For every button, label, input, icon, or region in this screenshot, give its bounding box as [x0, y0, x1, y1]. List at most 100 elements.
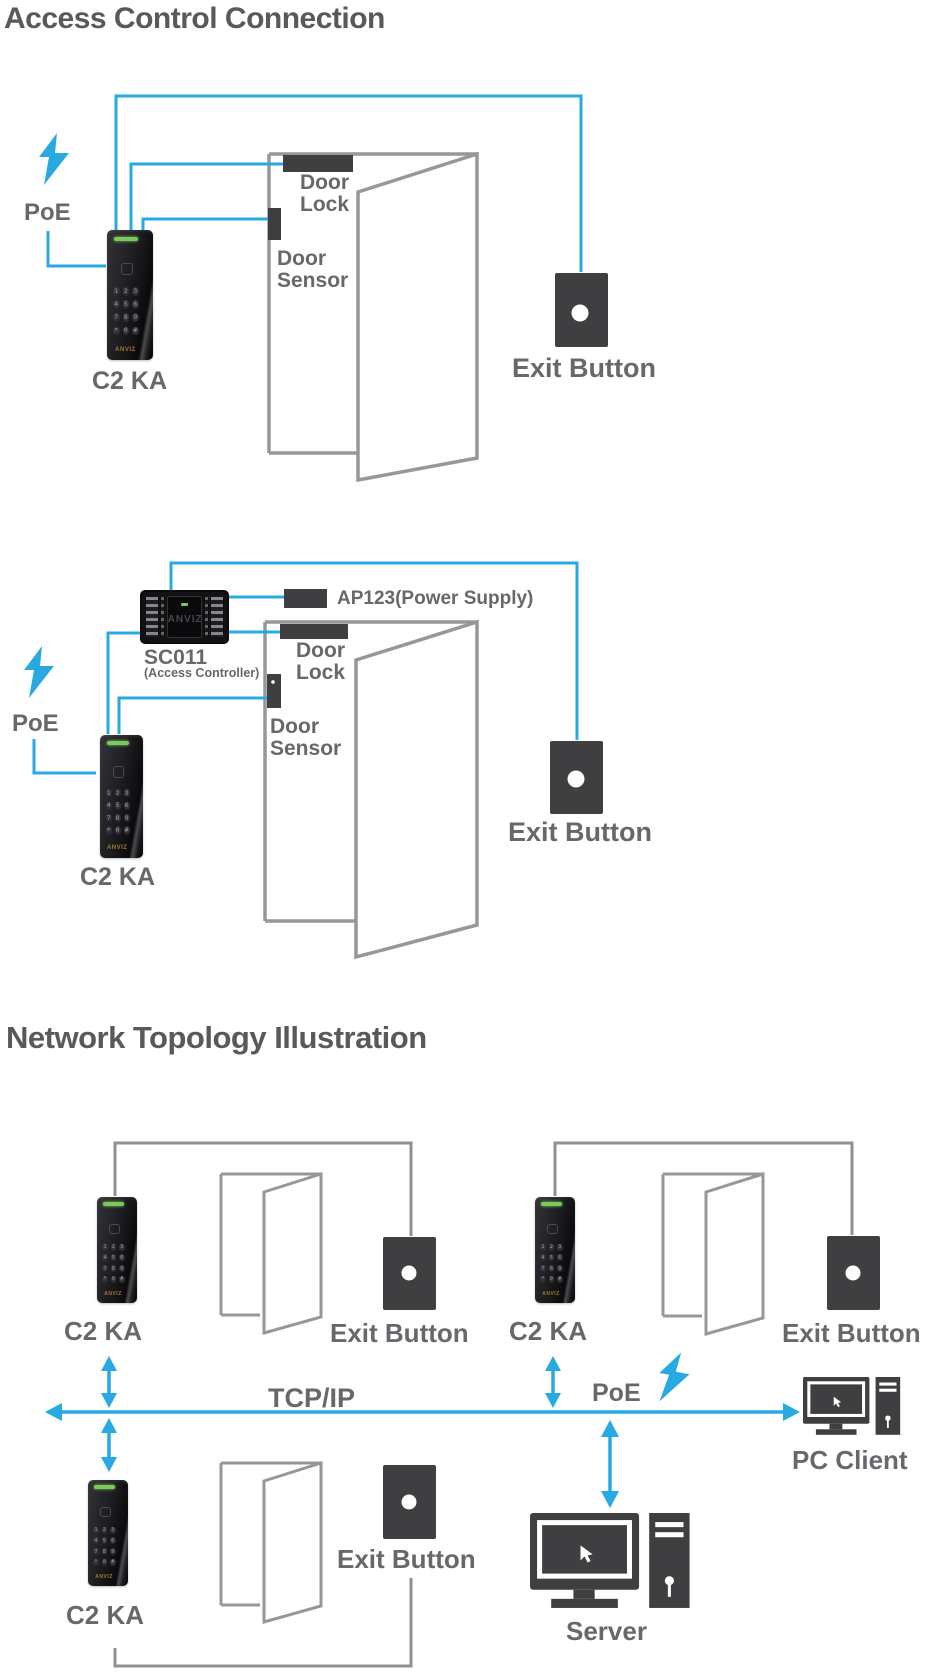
section2-door — [263, 619, 479, 960]
rfid-card-zone — [100, 1506, 111, 1517]
door-lock — [280, 624, 348, 639]
rfid-card-zone — [109, 1223, 120, 1234]
link-arrows — [101, 1356, 619, 1508]
keypad-key: 5 — [548, 1254, 555, 1262]
keypad-key: 4 — [93, 1537, 99, 1545]
keypad-key: 3 — [118, 1243, 125, 1251]
status-led — [180, 602, 189, 607]
keypad-key: 7 — [93, 1547, 99, 1556]
keypad-key: 1 — [93, 1526, 99, 1534]
wire-door-sensor — [141, 217, 269, 235]
arrow-server — [601, 1420, 619, 1508]
exit-button — [555, 273, 608, 347]
ap123-label: AP123(Power Supply) — [337, 588, 534, 609]
keypad-key: 8 — [110, 1264, 117, 1273]
door-panel — [356, 151, 479, 483]
keypad-key: 4 — [540, 1254, 546, 1262]
power-supply-ap123 — [284, 589, 327, 608]
keypad-key: 5 — [110, 1254, 117, 1262]
exit-button-label: Exit Button — [330, 1318, 469, 1348]
c2ka-label: C2 KA — [80, 863, 156, 891]
door-sensor — [267, 674, 281, 708]
wire-door-sensor — [117, 696, 268, 734]
door-lock-label: Door Lock — [300, 171, 350, 216]
keypad-key: 4 — [105, 801, 112, 810]
arrow-c2ka-b — [545, 1356, 561, 1408]
keypad-key: 5 — [122, 300, 130, 310]
controller-panel: ANVIZ — [166, 596, 203, 638]
c2ka-label: C2 KA — [92, 367, 168, 395]
door-sensor-label: Door Sensor — [277, 247, 349, 292]
exit-button-label: Exit Button — [508, 817, 652, 847]
keypad-key: 0 — [101, 1558, 108, 1566]
rfid-card-zone — [112, 765, 125, 778]
brand-text: ANVIZ — [104, 1291, 122, 1298]
bus-right-arrowhead — [783, 1403, 800, 1421]
keypad-key: 4 — [102, 1254, 108, 1262]
section2-wires — [32, 561, 579, 775]
wire-door-lock — [129, 162, 284, 235]
keypad-key: * — [105, 826, 112, 835]
sc011-label: SC011 — [144, 646, 208, 669]
keypad-key: 2 — [548, 1243, 555, 1251]
keypad-key: 1 — [105, 789, 112, 798]
pc-client-icon — [803, 1377, 901, 1435]
c2ka-label: C2 KA — [509, 1316, 588, 1346]
server-icon — [530, 1513, 690, 1608]
keypad-key: * — [112, 326, 120, 336]
keypad-key: 0 — [122, 326, 130, 336]
keypad-key: 4 — [112, 300, 120, 310]
poe-lightning-icon — [654, 1349, 694, 1406]
status-led — [103, 1202, 125, 1207]
keypad-key: 7 — [105, 813, 112, 823]
door-sensor-label: Door Sensor — [270, 715, 342, 760]
rfid-card-zone — [547, 1223, 558, 1234]
keypad-key: 8 — [548, 1264, 555, 1273]
tcpip-label: TCP/IP — [268, 1383, 356, 1413]
keypad-key: * — [93, 1558, 99, 1566]
terminal-block — [159, 597, 165, 637]
keypad-key: 8 — [101, 1547, 108, 1556]
section1-title: Access Control Connection — [4, 2, 385, 35]
keypad-key: 7 — [540, 1264, 546, 1273]
sc011-sub-label: (Access Controller) — [144, 666, 260, 680]
server-label: Server — [566, 1616, 647, 1646]
keypad-key: 6 — [123, 801, 130, 810]
keypad-key: 5 — [101, 1537, 108, 1545]
c2ka-label: C2 KA — [64, 1316, 143, 1346]
pc-client-label: PC Client — [792, 1445, 908, 1475]
keypad-key: * — [102, 1275, 108, 1283]
wire-poe — [46, 231, 106, 268]
poe-label: PoE — [12, 710, 59, 737]
keypad-key: 0 — [548, 1275, 555, 1283]
keypad-key: 1 — [112, 287, 120, 296]
keypad-key: 2 — [110, 1243, 117, 1251]
topology-group-b — [553, 1141, 880, 1336]
network-bus — [45, 1403, 800, 1421]
sc011-controller: ANVIZ — [142, 592, 227, 642]
wire-exit-button — [169, 561, 579, 740]
keypad-key: 0 — [110, 1275, 117, 1283]
rfid-card-zone — [120, 262, 133, 275]
topology-group-a — [113, 1141, 436, 1335]
brand-text: ANVIZ — [167, 613, 203, 625]
exit-button-label: Exit Button — [512, 353, 656, 383]
terminal-block — [210, 597, 225, 637]
keypad-key: 8 — [122, 313, 130, 323]
wire-exit-button — [114, 94, 583, 272]
terminal-block — [204, 597, 210, 637]
arrow-c2ka-c — [101, 1418, 117, 1472]
keypad-key: # — [132, 326, 139, 336]
keypad-key: 9 — [556, 1264, 563, 1273]
keypad-key: # — [118, 1275, 125, 1283]
exit-button-label: Exit Button — [337, 1544, 476, 1574]
keypad-key: # — [123, 826, 130, 835]
topology-group-c — [113, 1460, 436, 1668]
poe-label: PoE — [592, 1379, 641, 1407]
keypad-key: 3 — [132, 287, 139, 296]
